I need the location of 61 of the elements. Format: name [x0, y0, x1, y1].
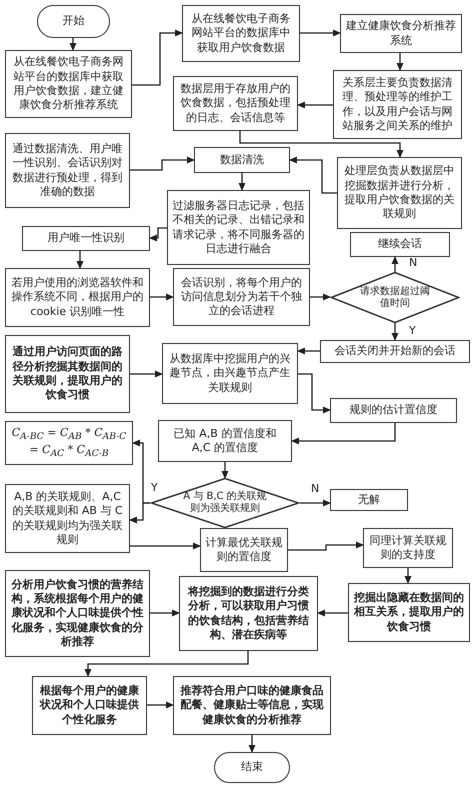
arrow: [289, 156, 337, 194]
arrow: [129, 502, 150, 524]
process-box: 用户唯一性识别: [22, 226, 150, 251]
process-box: 挖掘出隐藏在数据间的相互关系，提取用户的饮食习惯: [348, 583, 470, 642]
arrow: [132, 30, 183, 86]
arrow: [130, 156, 195, 171]
process-box: 分析用户饮食习惯的营养结构，系统根据每个用户的健康状况和个人口味提供个性化服务，实现健康饮食的分析推荐: [5, 570, 150, 657]
process-box: 已知 A,B 的置信度和 A,C 的置信度: [158, 420, 292, 462]
process-box: 从在线餐饮电子商务网站平台的数据库中获取用户饮食数据: [182, 5, 300, 62]
arrow: [317, 610, 348, 616]
arrow: [150, 610, 180, 616]
process-box: 同理计算关联规则的支持度: [363, 528, 453, 568]
process-box: 从在线餐饮电子商务网站平台的数据库中获取用户饮食数据，建立健康饮食分析推荐系统: [5, 50, 132, 118]
process-box: 从数据库中挖掘用户的兴趣节点，由兴趣节点产生关联规则: [162, 343, 298, 404]
process-box: 推荐符合用户口味的健康食品配餐、健康贴士等信息，实现健康饮食的分析推荐: [173, 676, 331, 735]
arrow: [288, 542, 364, 551]
arrow: [300, 30, 341, 36]
arrow: [392, 256, 398, 272]
arrow: [238, 173, 246, 191]
process-box: A,B 的关联规则、A,C 的关联规则和 AB 与 C 的关联规则均为强关联规则: [5, 484, 130, 553]
process-box: 处理层负责从数据层中挖掘数据并进行分析，提取用户饮食数据的关联规则: [337, 157, 462, 229]
process-box: 数据层用于存放用户的饮食数据，包括预处理的日志、会话信息等: [173, 76, 298, 131]
process-box: 继续会话: [350, 232, 450, 257]
arrow: [392, 323, 398, 341]
process-box: 通过用户访问页面的路径分析挖掘其数据间的关联规则，提取用户的饮食习惯: [5, 335, 130, 413]
process-box: 规则的估计置信度: [330, 398, 457, 423]
process-box: 会话关闭并开始新的会话: [320, 340, 470, 363]
arrow: [297, 348, 320, 354]
arrow: [76, 251, 84, 269]
arrow: [248, 735, 256, 753]
arrow: [150, 294, 174, 300]
arrow: [297, 102, 333, 108]
arrow: [300, 500, 331, 506]
arrow: [70, 38, 76, 51]
terminal-box: 结束: [214, 752, 290, 783]
arrow: [84, 651, 249, 677]
arrow: [310, 294, 331, 300]
process-box: 将挖掘到的数据进行分类分析，可以获取用户习惯的饮食结构，包括营养结构、潜在疾病等: [179, 576, 318, 651]
arrow: [222, 462, 228, 479]
process-box: 通过数据清洗、用户唯一性识别、会话识别对数据进行预处理，得到准确的数据: [5, 133, 130, 208]
process-box: 根据每个用户的健康状况和个人口味提供个性化服务: [32, 676, 147, 735]
arrow: [130, 370, 163, 378]
terminal-box: 开始: [37, 5, 110, 38]
arrow: [147, 702, 174, 708]
process-box: 数据清洗: [194, 147, 290, 173]
arrow: [149, 227, 167, 242]
process-box: 计算最优关联规则的置信度: [200, 528, 288, 572]
arrow: [396, 53, 404, 71]
arrow: [298, 373, 331, 414]
process-box: 过滤服务器日志记录，包括不相关的记录、出错记录和请求记录，将不同服务器的日志进行融合: [167, 190, 310, 265]
process-box: 若用户使用的浏览器软件和操作系统不同，根据用户的 cookie 识别唯一性: [5, 268, 150, 327]
arrow: [239, 131, 404, 158]
formula-box: C$_{A-BC}$ = C$_{AB}$ * C$_{AB-C}$ = C$_{AC}$ * C$_{AC-B}$: [5, 421, 133, 465]
decision-diamond: 请求数据超过阈值时间: [330, 272, 460, 323]
arrow: [291, 423, 396, 444]
process-box: 建立健康饮食分析推荐系统: [340, 14, 462, 53]
process-box: 会话识别，将每个用户的访问信息划分为若干个独立的会话进程: [173, 268, 310, 326]
process-box: 无解: [330, 489, 408, 511]
arrow: [404, 568, 412, 584]
process-box: 关系层主要负责数据清理、预处理等的维护工作，以及用户会话与网站服务之间关系的维护: [333, 70, 462, 139]
arrow: [130, 542, 201, 550]
